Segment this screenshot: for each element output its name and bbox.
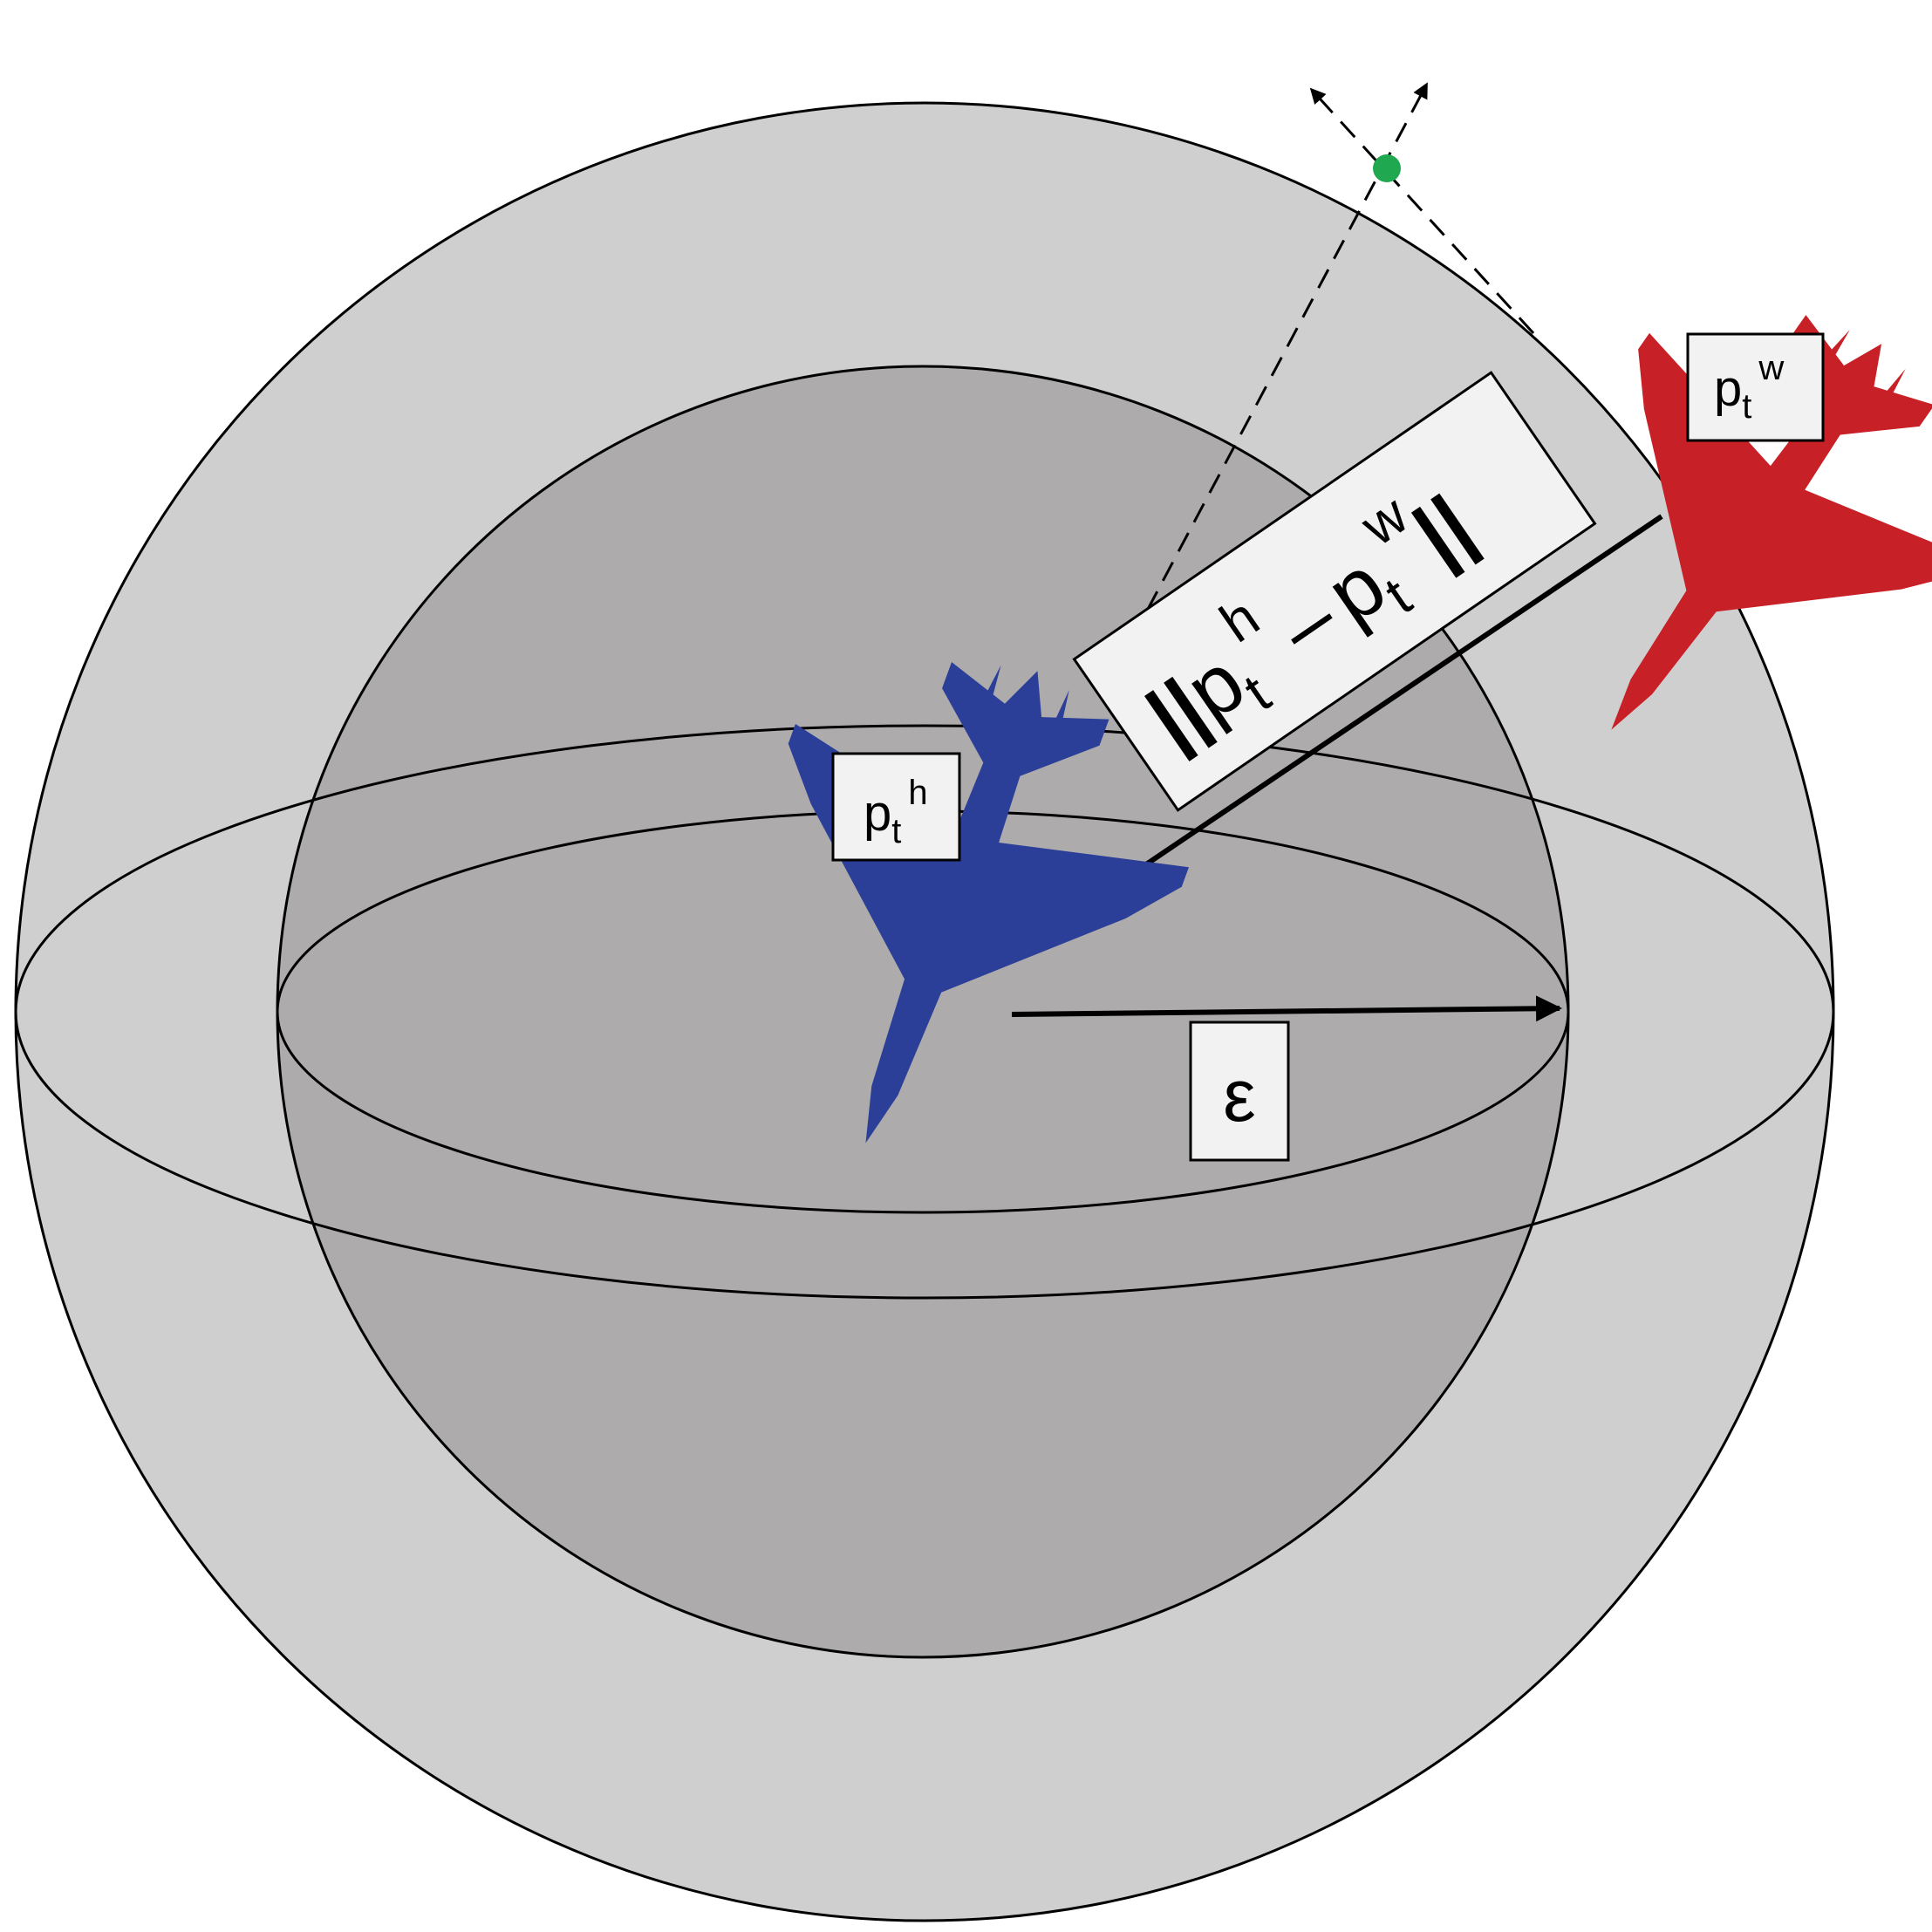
wingman-label-base: p (1714, 360, 1742, 417)
human-position-label: pth (831, 752, 961, 862)
human-heading-line (1099, 82, 1429, 699)
distance-label: ||pth–ptw|| (1072, 371, 1597, 812)
epsilon-label: ε (1189, 1021, 1290, 1162)
human-label-sup: h (908, 774, 927, 812)
wingman-position-label: ptw (1686, 332, 1825, 442)
human-label-base: p (864, 785, 891, 842)
intersection-dot-icon (1373, 154, 1401, 182)
outer-equator (14, 724, 1835, 1300)
human-label-sub: t (891, 812, 901, 850)
epsilon-radius-arrow (1011, 995, 1562, 1022)
wingman-label-sup: w (1758, 349, 1784, 387)
wingman-label-sub: t (1742, 387, 1751, 426)
epsilon-text: ε (1223, 1055, 1255, 1137)
wingman-heading-line (1309, 87, 1535, 335)
svg-text:pth: pth (864, 774, 928, 850)
svg-text:ptw: ptw (1714, 349, 1784, 426)
